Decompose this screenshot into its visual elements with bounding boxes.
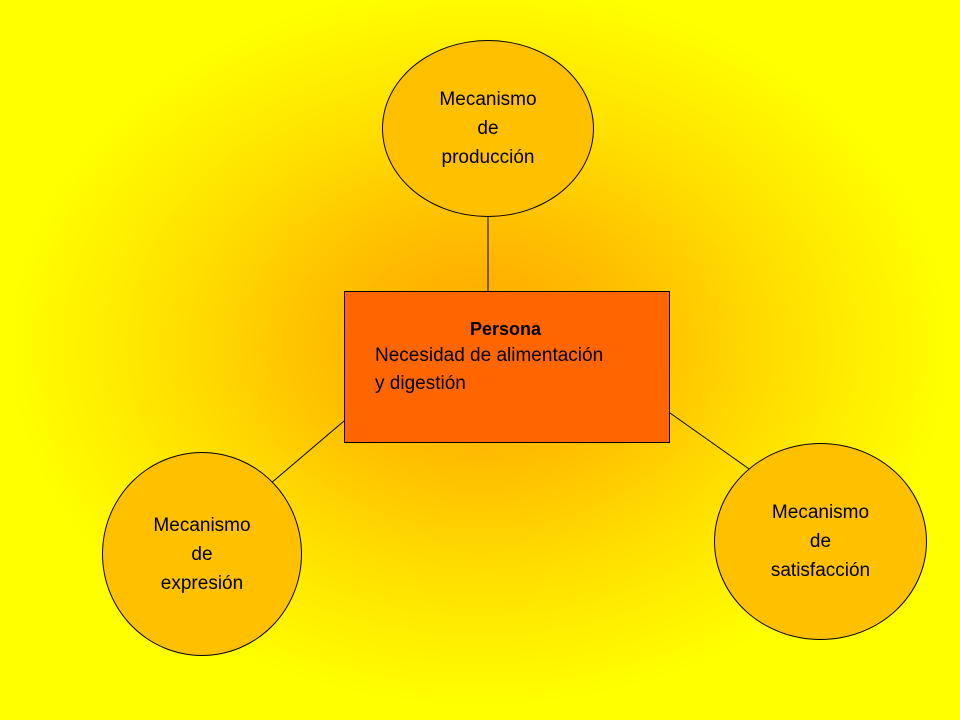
node-label-line: expresión xyxy=(160,572,244,594)
node-label-line: producción xyxy=(441,147,535,168)
node-label-line: Mecanismo xyxy=(153,514,251,536)
node-label-line: de xyxy=(809,531,832,552)
center-line: Necesidad de alimentación xyxy=(375,345,604,366)
center-title: Persona xyxy=(470,319,542,339)
node-mecanismo-satisfaccion: Mecanismo de satisfacción xyxy=(714,443,927,640)
connector-left xyxy=(269,420,345,485)
node-label-line: Mecanismo xyxy=(771,502,870,523)
node-persona: Persona Necesidad de alimentación y dige… xyxy=(344,291,670,443)
node-label-line: de xyxy=(191,543,213,565)
node-mecanismo-produccion: Mecanismo de producción xyxy=(382,40,594,217)
connector-right xyxy=(669,412,753,472)
node-label-line: satisfacción xyxy=(770,560,871,581)
node-mecanismo-expresion: Mecanismo de expresión xyxy=(102,452,302,656)
node-label-line: de xyxy=(477,118,499,139)
center-line: y digestión xyxy=(375,373,466,394)
node-label-line: Mecanismo xyxy=(439,89,537,110)
